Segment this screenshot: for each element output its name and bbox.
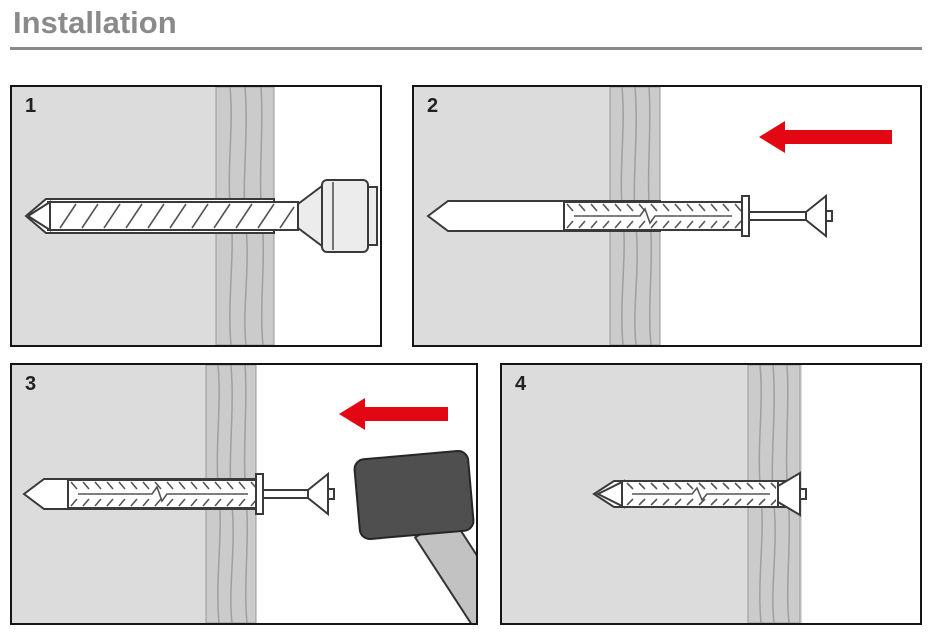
anchor-plug	[563, 195, 750, 237]
nail-head	[777, 471, 801, 517]
anchor-plug	[595, 471, 807, 517]
left-arrow-icon	[759, 121, 892, 153]
drill-bit	[26, 200, 299, 232]
title-divider	[10, 47, 922, 50]
step-2-illustration	[414, 87, 892, 345]
left-arrow-icon	[339, 398, 448, 430]
drill-chuck	[297, 179, 378, 253]
step-4-illustration	[502, 365, 807, 623]
hammer	[353, 450, 476, 623]
step-panel-insert-anchor: 2	[412, 85, 922, 347]
anchor-nail	[748, 193, 833, 239]
step-number: 4	[515, 373, 527, 395]
step-1-illustration	[12, 87, 378, 345]
step-number: 3	[25, 373, 37, 395]
hammer-head	[353, 450, 475, 540]
anchor-nail	[262, 471, 335, 517]
drill-flutes	[59, 203, 295, 229]
step-3-illustration	[12, 365, 476, 623]
step-panel-hammer: 3	[10, 363, 478, 625]
nail-head	[307, 471, 329, 517]
step-panel-drill: 1	[10, 85, 382, 347]
step-panel-installed: 4	[500, 363, 922, 625]
nail-head	[805, 193, 827, 239]
step-number: 2	[427, 95, 439, 117]
anchor-plug	[67, 473, 264, 515]
page-title: Installation	[13, 5, 177, 40]
step-number: 1	[25, 95, 37, 117]
